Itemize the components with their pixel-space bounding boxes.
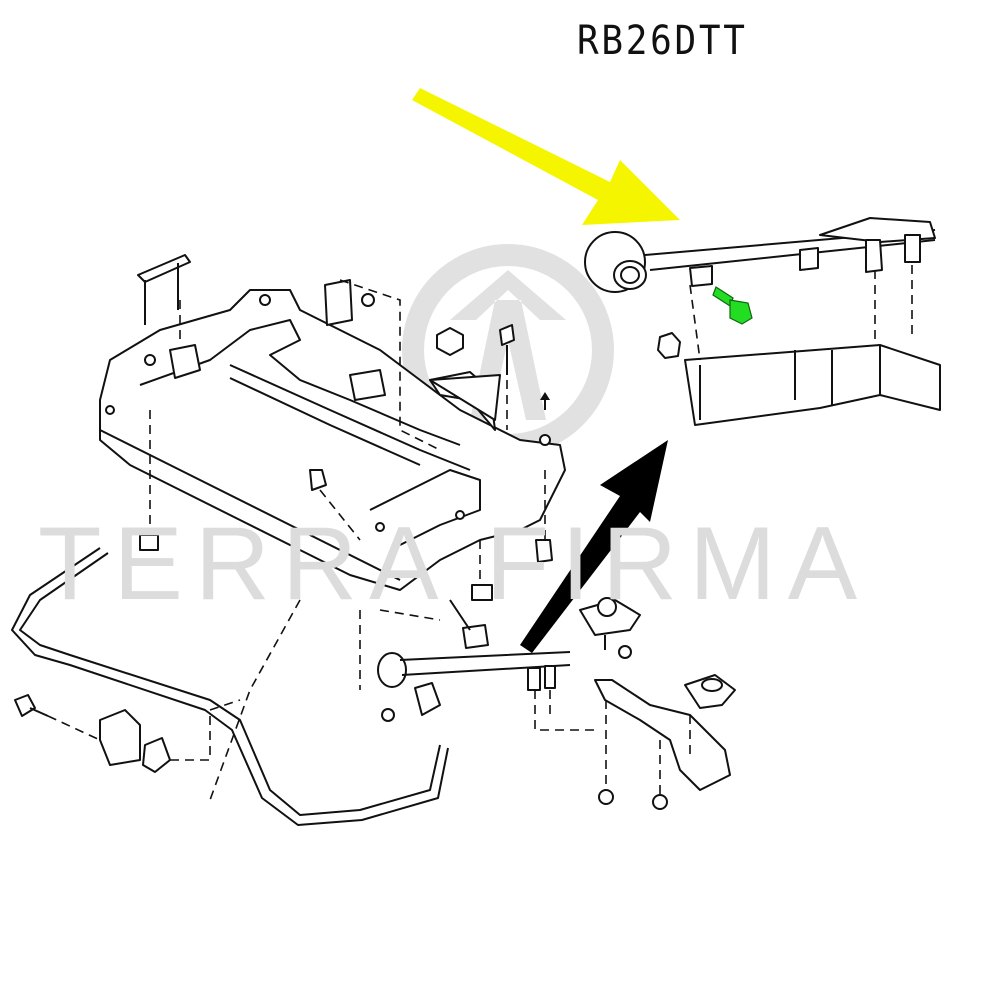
engine-code-title: RB26DTT [577, 18, 748, 64]
tension-rod-bracket-assembly [584, 217, 941, 426]
tension-rod [377, 651, 600, 731]
ball-joint [579, 597, 736, 810]
yellow-arrow [412, 88, 680, 225]
hardware [137, 254, 553, 649]
highlighted-bolt [712, 286, 753, 325]
black-arrow [520, 440, 668, 653]
stabilizer-bar [11, 547, 449, 826]
watermark-text: TERRA FIRMA [38, 506, 870, 622]
